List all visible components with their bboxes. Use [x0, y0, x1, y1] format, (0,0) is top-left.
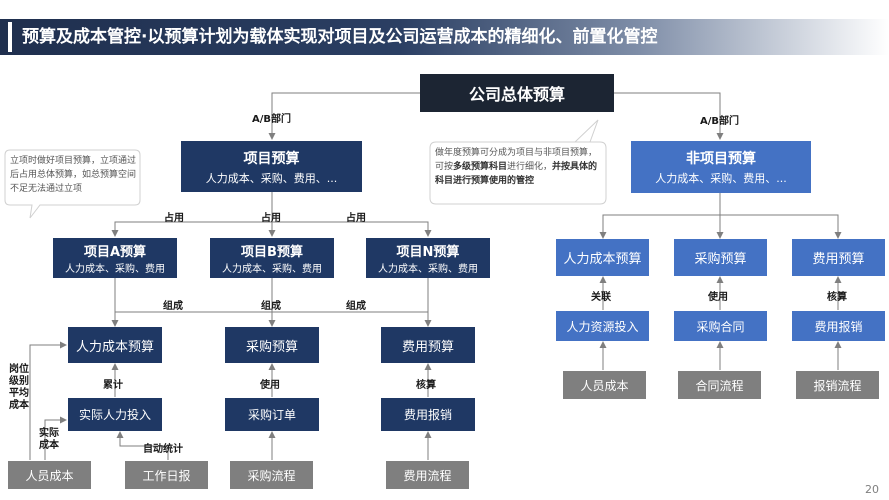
- nonproject-budget-box: 非项目预算 人力成本、采购、费用、...: [631, 141, 811, 193]
- note-center-part1: 做年度预算可分成为项目与非项目预算，可按: [435, 148, 598, 172]
- left-expense-budget-box: 费用预算: [381, 327, 475, 363]
- verb-account-right: 核算: [827, 292, 847, 303]
- source-purchase-flow: 采购流程: [230, 461, 313, 489]
- right-hr-budget-box: 人力成本预算: [556, 239, 649, 276]
- note-left-bubble: [4, 149, 141, 219]
- occupy-label-a: 占用: [164, 213, 184, 224]
- edge-root-nonproject: [614, 92, 724, 140]
- source-work-log-label: 工作日报: [142, 468, 191, 483]
- left-hr-budget-box: 人力成本预算: [68, 327, 162, 363]
- right-purchase-budget-label: 采购预算: [694, 252, 747, 267]
- actual-hr-input-box: 实际人力投入: [68, 398, 162, 431]
- note-center-bold1: 多级预算科目: [453, 162, 508, 172]
- root-budget-box: 公司总体预算: [420, 74, 614, 112]
- purchase-order-box: 采购订单: [225, 398, 319, 431]
- project-budget-sub: 人力成本、采购、费用、...: [205, 171, 338, 185]
- note-center-bubble: [429, 119, 607, 205]
- source-reimburse-flow-label: 报销流程: [813, 378, 862, 393]
- sub-project-n-title: 项目N预算: [396, 245, 460, 260]
- post-cost-label: 岗位级别平均成本: [9, 364, 29, 411]
- project-budget-title: 项目预算: [243, 150, 300, 167]
- source-expense-flow: 费用流程: [386, 461, 469, 489]
- source-contract-flow: 合同流程: [678, 371, 761, 399]
- source-contract-flow-label: 合同流程: [695, 378, 744, 393]
- purchase-contract-label: 采购合同: [696, 319, 745, 334]
- note-center-bold2: 并按具体的科目进行预算使用的管控: [435, 162, 598, 186]
- expense-claim-left-label: 费用报销: [403, 408, 452, 422]
- sub-project-n-box: 项目N预算 人力成本、采购、费用: [366, 238, 490, 278]
- sub-project-b-sub: 人力成本、采购、费用: [222, 264, 322, 275]
- note-center: 做年度预算可分成为项目与非项目预算，可按多级预算科目进行细化，并按具体的科目进行…: [435, 146, 603, 188]
- expense-claim-left-box: 费用报销: [381, 398, 475, 431]
- left-purchase-budget-box: 采购预算: [225, 327, 319, 363]
- occupy-label-n: 占用: [346, 213, 366, 224]
- sub-project-b-title: 项目B预算: [241, 245, 303, 260]
- actual-cost-label: 实际成本: [39, 428, 59, 451]
- sub-project-a-box: 项目A预算 人力成本、采购、费用: [53, 238, 177, 278]
- compose-label-1: 组成: [163, 301, 183, 312]
- verb-use-right: 使用: [708, 292, 728, 303]
- edge-label-ab-left: A/B部门: [252, 114, 292, 125]
- right-purchase-budget-box: 采购预算: [674, 239, 767, 276]
- hr-resource-input-box: 人力资源投入: [556, 311, 649, 341]
- sub-project-a-sub: 人力成本、采购、费用: [65, 264, 165, 275]
- sub-project-b-box: 项目B预算 人力成本、采购、费用: [210, 238, 334, 278]
- compose-label-2: 组成: [261, 301, 281, 312]
- page-title: 预算及成本管控·以预算计划为载体实现对项目及公司运营成本的精细化、前置化管控: [22, 27, 658, 47]
- nonproject-budget-title: 非项目预算: [686, 151, 756, 167]
- verb-accumulate: 累计: [103, 380, 123, 391]
- root-budget-label: 公司总体预算: [468, 85, 565, 104]
- expense-claim-right-label: 费用报销: [814, 319, 863, 334]
- left-hr-budget-label: 人力成本预算: [75, 339, 154, 355]
- note-left: 立项时做好项目预算，立项通过后占用总体预算，如总预算空间不足无法通过立项: [10, 156, 137, 194]
- source-staff-cost-right: 人员成本: [563, 371, 646, 399]
- purchase-contract-box: 采购合同: [674, 311, 767, 341]
- verb-use-left: 使用: [260, 380, 280, 391]
- source-expense-flow-label: 费用流程: [403, 468, 452, 483]
- edge-root-project: [268, 92, 420, 140]
- source-purchase-flow-label: 采购流程: [247, 468, 296, 483]
- verb-link: 关联: [591, 292, 611, 303]
- sub-project-n-sub: 人力成本、采购、费用: [378, 264, 478, 275]
- title-accent-bar: [8, 22, 12, 52]
- right-expense-budget-box: 费用预算: [792, 239, 885, 276]
- compose-label-3: 组成: [346, 301, 366, 312]
- verb-account-left: 核算: [416, 380, 436, 391]
- project-budget-box: 项目预算 人力成本、采购、费用、...: [181, 141, 362, 192]
- source-staff-cost-right-label: 人员成本: [580, 378, 629, 393]
- page-number: 20: [865, 483, 879, 496]
- right-hr-budget-label: 人力成本预算: [563, 252, 642, 267]
- sub-project-a-title: 项目A预算: [83, 245, 147, 260]
- source-work-log: 工作日报: [125, 461, 208, 489]
- auto-stat-label: 自动统计: [143, 444, 183, 455]
- actual-hr-input-label: 实际人力投入: [78, 408, 151, 422]
- expense-claim-right-box: 费用报销: [792, 311, 885, 341]
- source-staff-cost-left: 人员成本: [8, 461, 91, 489]
- note-center-part2: 进行细化，: [507, 162, 553, 172]
- right-expense-budget-label: 费用预算: [812, 252, 865, 267]
- occupy-label-b: 占用: [261, 213, 281, 224]
- title-bar: 预算及成本管控·以预算计划为载体实现对项目及公司运营成本的精细化、前置化管控: [0, 19, 889, 55]
- nonproject-budget-sub: 人力成本、采购、费用、...: [655, 172, 787, 185]
- left-expense-budget-label: 费用预算: [401, 339, 454, 355]
- hr-resource-input-label: 人力资源投入: [566, 319, 639, 334]
- source-reimburse-flow: 报销流程: [796, 371, 879, 399]
- purchase-order-label: 采购订单: [247, 408, 296, 422]
- edge-label-ab-right: A/B部门: [700, 116, 740, 127]
- source-staff-cost-left-label: 人员成本: [25, 468, 74, 483]
- left-purchase-budget-label: 采购预算: [245, 339, 298, 355]
